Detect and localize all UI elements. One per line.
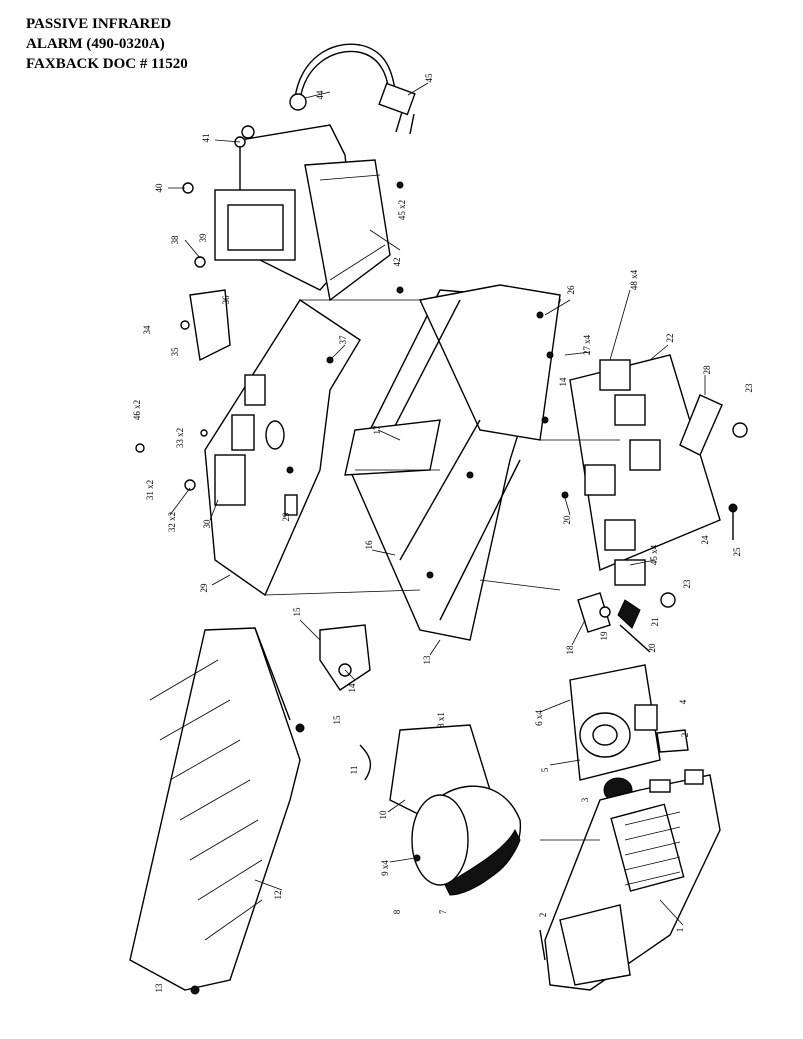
callout-c44: 44 (315, 90, 325, 100)
document-title-block: PASSIVE INFRARED ALARM (490-0320A) FAXBA… (26, 14, 188, 74)
callout-c10: 10 (378, 810, 388, 820)
callout-c27x4: 27 x4 (582, 334, 592, 355)
callout-c13a: 13 (422, 655, 432, 665)
callout-c4: 4 (678, 699, 688, 704)
leader-lines (168, 82, 706, 926)
callout-c40: 40 (154, 183, 164, 193)
callout-c41: 41 (201, 134, 211, 143)
callout-c2b: 2 (538, 913, 548, 918)
power-cord-assembly (289, 43, 416, 135)
bracket-14 (319, 624, 371, 691)
callout-c15b: 15 (332, 715, 342, 725)
callout-c15: 15 (292, 607, 302, 617)
callout-c37: 37 (338, 335, 348, 345)
title-line-2: ALARM (490-0320A) (26, 36, 165, 52)
callout-c31x2: 31 x2 (145, 480, 155, 500)
callout-c32x2: 32 x2 (167, 512, 177, 532)
transformer-bracket-assembly (182, 124, 404, 302)
callout-c23a: 23 (744, 383, 754, 393)
callout-c16: 16 (364, 540, 374, 550)
callout-c8x1: 8 x1 (436, 712, 446, 728)
callout-c3: 3 (580, 797, 590, 802)
callout-c14b: 14 (347, 683, 357, 693)
sensor-subassembly (577, 592, 651, 653)
callout-c28: 28 (702, 365, 712, 375)
battery-pack (129, 627, 305, 995)
callout-c14a: 14 (558, 377, 568, 387)
callout-c5: 5 (540, 767, 550, 772)
callout-c48x4: 48 x4 (629, 269, 639, 290)
callout-c20b: 20 (647, 643, 657, 653)
callout-c23b: 23 (682, 579, 692, 589)
callout-c2a: 2 (680, 733, 690, 738)
callout-c20a: 20 (562, 515, 572, 525)
main-chassis-frame (344, 284, 569, 641)
lens-sensor-housing (359, 724, 521, 896)
callout-c12: 12 (273, 891, 283, 900)
callout-c46x2: 46 x2 (132, 400, 142, 420)
callout-c38: 38 (170, 235, 180, 245)
callout-c13b: 13 (154, 983, 164, 993)
callout-c30: 30 (202, 519, 212, 529)
callout-c18: 18 (565, 645, 575, 655)
callout-c39: 39 (198, 233, 208, 243)
callout-c1: 1 (675, 928, 685, 933)
callout-c42: 42 (392, 258, 402, 267)
callout-c33x2: 33 x2 (175, 428, 185, 448)
mounting-bracket-assembly (569, 354, 748, 608)
callout-c24: 24 (700, 535, 710, 545)
front-case-assembly (539, 664, 721, 991)
callout-c8: 8 (392, 909, 402, 914)
callout-c34: 34 (142, 325, 152, 335)
callout-c45x4: 45 x4 (649, 544, 659, 565)
callout-c19: 19 (599, 631, 609, 641)
callout-c22: 22 (665, 334, 675, 343)
callout-c17: 17 (372, 425, 382, 435)
callout-c11: 11 (349, 766, 359, 775)
title-line-3: FAXBACK DOC # 11520 (26, 56, 188, 72)
callout-c29b: 29 (199, 583, 209, 593)
callout-c21: 21 (650, 618, 660, 627)
callout-c45: 45 (424, 73, 434, 83)
callout-c36: 36 (221, 295, 231, 305)
callout-c9x4: 9 x4 (380, 860, 390, 876)
callout-c25: 25 (732, 547, 742, 557)
callout-c45x2a: 45 x2 (397, 200, 407, 220)
callout-c6x4: 6 x4 (534, 710, 544, 726)
callout-c35: 35 (170, 347, 180, 357)
callout-c7: 7 (438, 909, 448, 914)
callout-c29a: 29 (281, 512, 291, 522)
title-line-1: PASSIVE INFRARED (26, 16, 172, 32)
main-circuit-board (135, 289, 361, 597)
callout-c26: 26 (566, 285, 576, 295)
